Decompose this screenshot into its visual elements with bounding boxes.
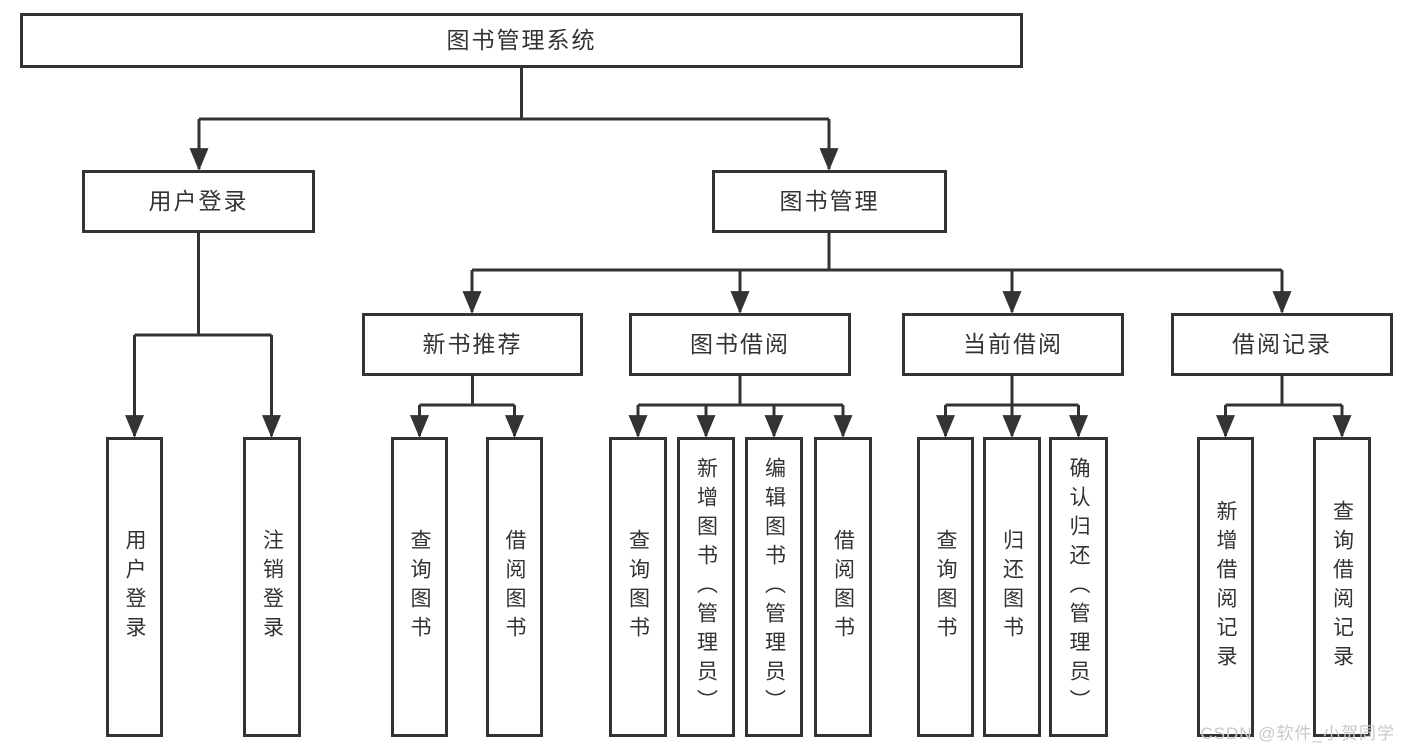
node-box-system-root: 图书管理系统 [20, 13, 1023, 68]
leaf-box-logout: 注销登录 [243, 437, 301, 737]
node-box-book-management: 图书管理 [712, 170, 947, 233]
csdn-watermark: CSDN @软件_小贺同学 [1200, 724, 1395, 743]
leaf-box-current-query-book: 查询图书 [917, 437, 974, 737]
node-box-borrow-records: 借阅记录 [1171, 313, 1393, 376]
node-box-current-borrow: 当前借阅 [902, 313, 1124, 376]
leaf-box-confirm-return-admin: 确认归还（管理员） [1049, 437, 1108, 737]
leaf-box-recommend-borrow-book: 借阅图书 [486, 437, 543, 737]
node-box-user-login: 用户登录 [82, 170, 315, 233]
leaf-box-borrow-query-book: 查询图书 [609, 437, 667, 737]
leaf-box-return-book: 归还图书 [983, 437, 1041, 737]
leaf-box-add-book-admin: 新增图书（管理员） [677, 437, 735, 737]
leaf-box-add-borrow-record: 新增借阅记录 [1197, 437, 1254, 737]
leaf-box-user-login: 用户登录 [106, 437, 163, 737]
node-box-book-borrow: 图书借阅 [629, 313, 851, 376]
leaf-box-borrow-book: 借阅图书 [814, 437, 872, 737]
leaf-box-recommend-query-book: 查询图书 [391, 437, 448, 737]
connector-arrows [125, 119, 1352, 438]
node-box-new-book-recommend: 新书推荐 [362, 313, 583, 376]
leaf-box-edit-book-admin: 编辑图书（管理员） [745, 437, 803, 737]
leaf-box-query-borrow-record: 查询借阅记录 [1313, 437, 1371, 737]
